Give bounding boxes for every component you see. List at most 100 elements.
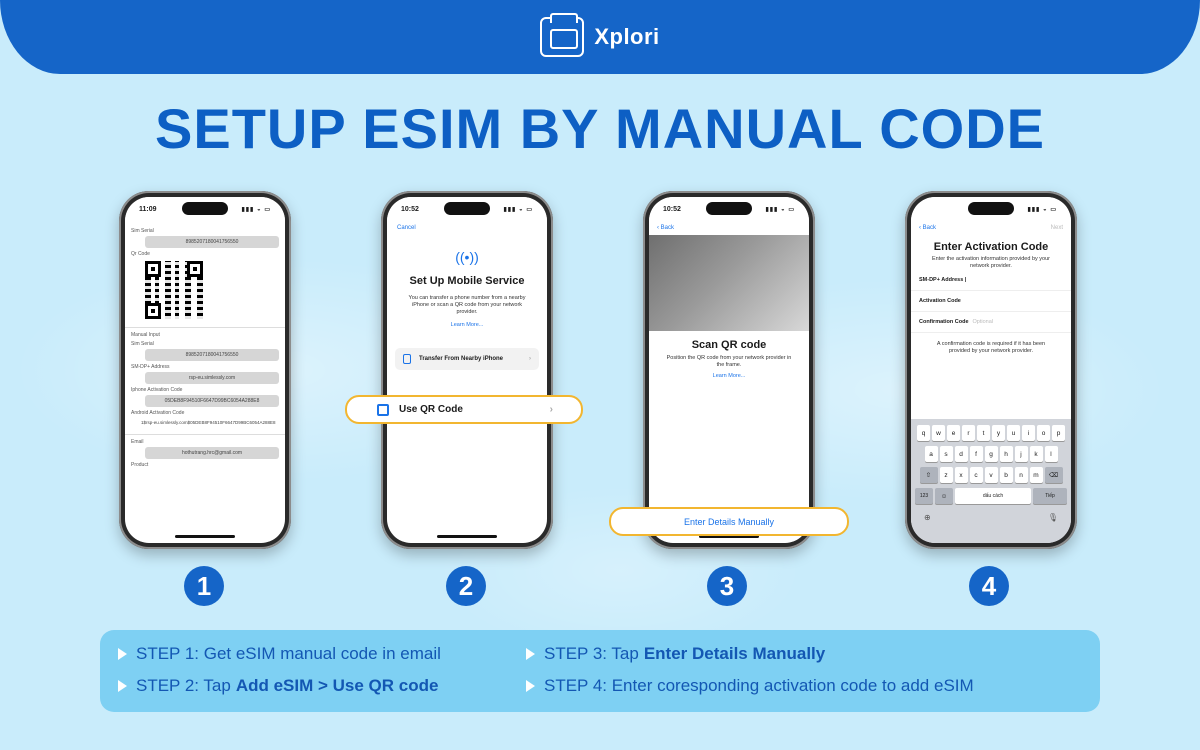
android-code-value[interactable]: 1$rsp-eu.simlessly.com$05DEB8F94510F6647… (141, 420, 276, 425)
sim-serial-value[interactable]: 8985207180041756550 (145, 236, 279, 248)
transfer-nearby-button[interactable]: Transfer From Nearby iPhone › (395, 348, 539, 370)
key-w[interactable]: w (932, 425, 945, 441)
setup-description: You can transfer a phone number from a n… (408, 295, 526, 315)
key-j[interactable]: j (1014, 446, 1028, 462)
numbers-key[interactable]: 123 (915, 488, 933, 504)
next-button[interactable]: Next (1050, 225, 1063, 231)
status-bar: 10:52 ▮▮▮ ◒ ▭ (649, 197, 809, 221)
phone-step-2: 10:52 ▮▮▮ ◒ ▭ Cancel ((•)) Set Up Mobile… (381, 191, 553, 549)
signal-icon: ▮▮▮ ◒ ▭ (765, 206, 795, 213)
email-value[interactable]: hothutrang.hrc@gmail.com (145, 447, 279, 459)
phone-1-screen: 11:09 ▮▮▮ ◒ ▭ Sim Serial 898520718004175… (125, 197, 285, 543)
back-button[interactable]: ‹ Back (657, 225, 675, 231)
key-k[interactable]: k (1029, 446, 1043, 462)
signal-icon: ▮▮▮ ◒ ▭ (503, 206, 533, 213)
key-u[interactable]: u (1007, 425, 1020, 441)
email-label: Email (131, 439, 144, 445)
play-icon (526, 648, 535, 660)
play-icon (118, 648, 127, 660)
delete-key[interactable]: ⌫ (1044, 467, 1063, 483)
cancel-button[interactable]: Cancel (397, 225, 416, 231)
phone-4-screen: ▮▮▮ ◒ ▭ ‹ Back Next Enter Activation Cod… (911, 197, 1071, 543)
status-bar: 11:09 ▮▮▮ ◒ ▭ (125, 197, 285, 221)
return-key[interactable]: Tiếp (1033, 488, 1067, 504)
chevron-right-icon: › (529, 356, 531, 362)
step-number-3: 3 (707, 566, 747, 606)
step-4-text: STEP 4: Enter coresponding activation co… (526, 676, 974, 696)
key-g[interactable]: g (984, 446, 998, 462)
key-l[interactable]: l (1044, 446, 1058, 462)
key-c[interactable]: c (969, 467, 983, 483)
key-t[interactable]: t (977, 425, 990, 441)
signal-icon: ▮▮▮ ◒ ▭ (241, 206, 271, 213)
dynamic-island (706, 202, 752, 215)
qr-code-icon (377, 403, 389, 416)
xplori-logo-icon (540, 13, 585, 57)
dynamic-island (444, 202, 490, 215)
key-d[interactable]: d (954, 446, 968, 462)
play-icon (118, 680, 127, 692)
phone-3-screen: 10:52 ▮▮▮ ◒ ▭ ‹ Back Scan QR code Positi… (649, 197, 809, 543)
dynamic-island (968, 202, 1014, 215)
transfer-label: Transfer From Nearby iPhone (419, 356, 504, 362)
key-h[interactable]: h (999, 446, 1013, 462)
setup-heading: Set Up Mobile Service (409, 275, 525, 287)
play-icon (526, 680, 535, 692)
space-key[interactable]: dấu cách (955, 488, 1031, 504)
phone-transfer-icon (403, 354, 411, 364)
scan-heading: Scan QR code (691, 339, 767, 351)
key-f[interactable]: f (969, 446, 983, 462)
steps-panel: STEP 1: Get eSIM manual code in email ST… (100, 630, 1100, 712)
key-v[interactable]: v (984, 467, 998, 483)
key-x[interactable]: x (954, 467, 968, 483)
key-z[interactable]: z (939, 467, 953, 483)
shift-key[interactable]: ⇧ (919, 467, 938, 483)
sim-serial-value-2[interactable]: 8985207180041756550 (145, 349, 279, 361)
smdp-address-field[interactable]: SM-DP+ Address | (911, 270, 1071, 291)
key-i[interactable]: i (1022, 425, 1035, 441)
key-r[interactable]: r (962, 425, 975, 441)
key-y[interactable]: y (992, 425, 1005, 441)
phone-step-1: 11:09 ▮▮▮ ◒ ▭ Sim Serial 898520718004175… (119, 191, 291, 549)
key-s[interactable]: s (939, 446, 953, 462)
key-n[interactable]: n (1014, 467, 1028, 483)
status-bar: 10:52 ▮▮▮ ◒ ▭ (387, 197, 547, 221)
phone-2-screen: 10:52 ▮▮▮ ◒ ▭ Cancel ((•)) Set Up Mobile… (387, 197, 547, 543)
home-indicator (699, 535, 759, 538)
emoji-key[interactable]: ☺ (935, 488, 953, 504)
microphone-icon[interactable]: 🎙 (1047, 513, 1058, 522)
learn-more-link[interactable]: Learn More... (712, 373, 746, 379)
signal-icon: ▮▮▮ ◒ ▭ (1027, 206, 1057, 213)
key-q[interactable]: q (917, 425, 930, 441)
key-a[interactable]: a (924, 446, 938, 462)
smdp-value[interactable]: rsp-eu.simlessly.com (145, 372, 279, 384)
iphone-code-value[interactable]: 05DEB8F94510F6647D99BC6054A288E8 (145, 395, 279, 407)
key-p[interactable]: p (1052, 425, 1065, 441)
learn-more-link[interactable]: Learn More... (450, 322, 484, 328)
sim-serial-label-2: Sim Serial (131, 341, 154, 347)
use-qr-code-callout[interactable]: Use QR Code › (345, 395, 583, 424)
smdp-label: SM-DP+ Address (131, 364, 170, 370)
home-indicator (175, 535, 235, 538)
step-number-2: 2 (446, 566, 486, 606)
status-time: 11:09 (139, 205, 157, 213)
manual-input-label: Manual Input (131, 332, 160, 338)
phone-step-4: ▮▮▮ ◒ ▭ ‹ Back Next Enter Activation Cod… (905, 191, 1077, 549)
key-m[interactable]: m (1029, 467, 1043, 483)
activation-description: Enter the activation information provide… (931, 256, 1050, 269)
home-indicator (437, 535, 497, 538)
step-number-1: 1 (184, 566, 224, 606)
globe-icon[interactable]: ⊕ (924, 513, 931, 522)
product-label: Product (131, 462, 149, 468)
activation-code-field[interactable]: Activation Code (911, 291, 1071, 312)
back-button[interactable]: ‹ Back (919, 225, 937, 231)
activation-heading: Enter Activation Code (933, 241, 1049, 253)
key-o[interactable]: o (1037, 425, 1050, 441)
step-1-text: STEP 1: Get eSIM manual code in email (118, 644, 441, 664)
key-e[interactable]: e (947, 425, 960, 441)
key-b[interactable]: b (999, 467, 1013, 483)
enter-details-manually-callout[interactable]: Enter Details Manually (609, 507, 849, 536)
